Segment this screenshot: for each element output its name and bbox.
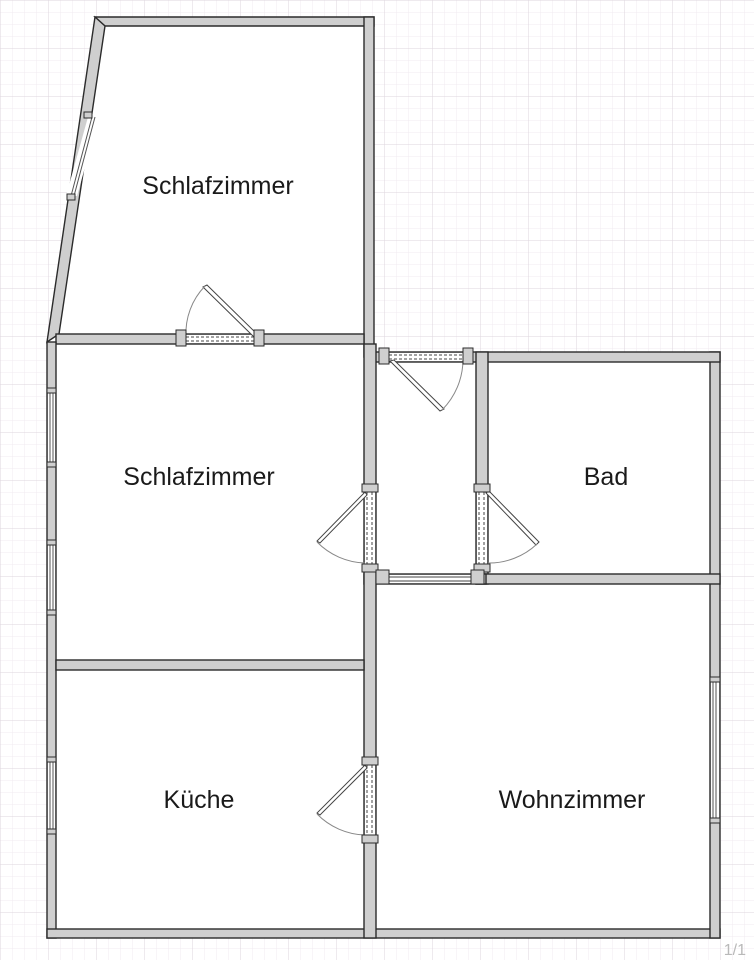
wall-bottom-exterior	[46, 928, 721, 939]
doors	[175, 284, 540, 844]
page-indicator: 1/1	[723, 942, 746, 959]
door-bathroom	[473, 483, 540, 573]
room-label-bedroom-top: Schlafzimmer	[142, 172, 293, 200]
window-left-1	[46, 387, 57, 468]
wall-top-bedroom-top	[93, 16, 375, 27]
wall-bath-bottom	[475, 573, 721, 585]
window-right	[709, 676, 721, 824]
door-kitchen	[316, 756, 379, 844]
wall-top-bedroom-right	[363, 16, 375, 358]
openings	[48, 117, 719, 835]
window-left-2	[46, 539, 57, 616]
wall-right-exterior	[709, 351, 721, 939]
room-label-living-room: Wohnzimmer	[499, 786, 646, 814]
room-label-bathroom: Bad	[584, 463, 628, 491]
window-left-3	[46, 756, 57, 835]
room-label-kitchen: Küche	[164, 786, 235, 814]
opening-living-room	[375, 569, 485, 585]
door-hall-entry	[378, 347, 474, 412]
windows	[46, 111, 721, 835]
room-floors	[56, 26, 710, 929]
door-middle-bedroom	[316, 483, 379, 573]
wall-central-vertical	[363, 343, 377, 939]
room-label-bedroom-middle: Schlafzimmer	[123, 463, 274, 491]
wall-kitchen-top	[55, 659, 365, 671]
door-bedrooms	[175, 284, 265, 347]
window-slanted-wall	[66, 111, 96, 201]
